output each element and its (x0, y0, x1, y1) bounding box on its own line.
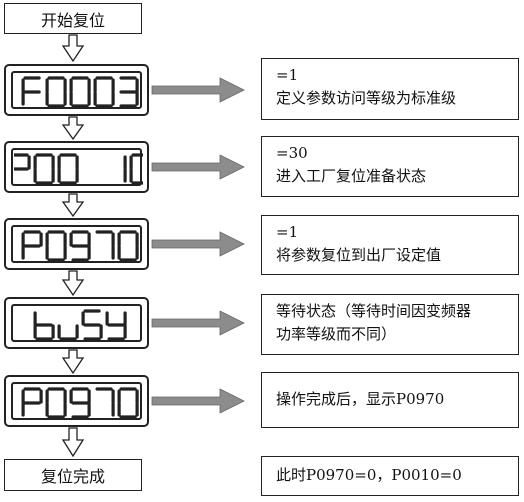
down-arrow-4 (61, 270, 85, 297)
note-1-line-1: =1 (276, 66, 299, 84)
note-box-1: =1 定义参数访问等级为标准级 (261, 58, 519, 120)
end-label: 复位完成 (40, 467, 105, 486)
lcd-digits-5 (21, 387, 139, 419)
start-box: 开始复位 (4, 3, 142, 34)
note-2-line-1: =30 (276, 144, 308, 162)
lcd-display-1 (4, 64, 149, 116)
down-arrow-3 (61, 193, 85, 218)
lcd-display-4 (4, 297, 149, 349)
note-3-line-2: 将参数复位到出厂设定值 (276, 246, 442, 264)
start-label: 开始复位 (40, 10, 105, 30)
final-note: 此时P0970=0，P0010=0 (276, 466, 462, 484)
note-1-line-2: 定义参数访问等级为标准级 (276, 89, 457, 107)
note-box-2: =30 进入工厂复位准备状态 (261, 136, 519, 197)
right-arrow-1 (151, 77, 245, 103)
right-arrow-5 (151, 388, 245, 414)
note-2-line-2: 进入工厂复位准备状态 (276, 167, 427, 185)
note-4-line-2: 功率等级而不同） (276, 325, 397, 343)
note-box-3: =1 将参数复位到出厂设定值 (261, 215, 519, 275)
lcd-display-2 (4, 141, 149, 193)
note-box-5: 操作完成后，显示P0970 (261, 372, 519, 428)
note-box-6: 此时P0970=0，P0010=0 (261, 456, 519, 496)
note-5-line-1: 操作完成后，显示P0970 (276, 390, 445, 408)
down-arrow-5 (61, 349, 85, 375)
right-arrow-3 (151, 231, 245, 257)
down-arrow-2 (61, 116, 85, 141)
lcd-digits-4 (33, 309, 127, 341)
down-arrow-6 (61, 427, 85, 458)
right-arrow-2 (151, 154, 245, 180)
lcd-display-3 (4, 218, 149, 270)
end-box: 复位完成 (4, 459, 142, 491)
lcd-display-5 (4, 375, 149, 427)
note-3-line-1: =1 (276, 223, 299, 241)
note-4-line-1: 等待状态（等待时间因变频器 (276, 302, 472, 320)
note-box-4: 等待状态（等待时间因变频器 功率等级而不同） (261, 294, 519, 355)
down-arrow-1 (61, 34, 85, 63)
lcd-digits-2 (14, 153, 143, 185)
lcd-digits-3 (21, 230, 139, 262)
right-arrow-4 (151, 310, 245, 336)
lcd-digits-1 (21, 76, 139, 108)
